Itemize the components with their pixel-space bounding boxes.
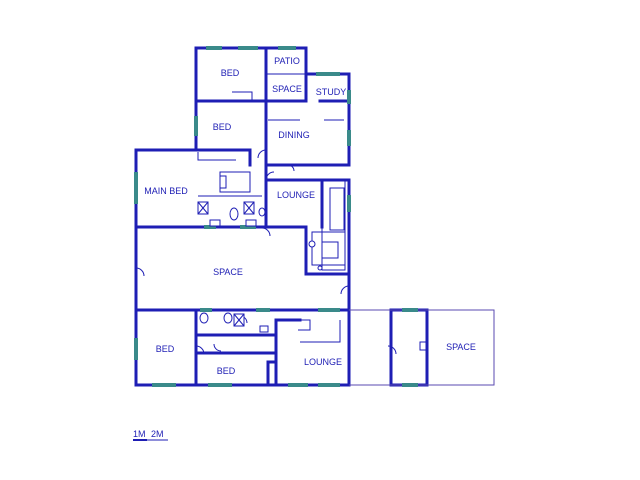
room-labels: BED PATIO SPACE STUDY BED DINING MAIN BE… bbox=[144, 56, 476, 376]
room-label-bed-mid: BED bbox=[213, 122, 232, 132]
room-label-patio: PATIO bbox=[274, 56, 300, 66]
room-label-space-center: SPACE bbox=[213, 267, 243, 277]
doors bbox=[135, 149, 397, 355]
windows bbox=[134, 46, 418, 387]
room-label-main-bed: MAIN BED bbox=[144, 186, 188, 196]
room-label-bed-lower: BED bbox=[217, 366, 236, 376]
scale-label-1m: 1M bbox=[133, 429, 146, 439]
room-label-study: STUDY bbox=[316, 87, 347, 97]
room-label-space-right: SPACE bbox=[446, 342, 476, 352]
room-label-dining: DINING bbox=[278, 130, 310, 140]
scale-bar: 1M 2M bbox=[133, 429, 168, 441]
room-label-lounge-lower: LOUNGE bbox=[304, 357, 342, 367]
room-label-space-small: SPACE bbox=[272, 84, 302, 94]
scale-label-2m: 2M bbox=[151, 429, 164, 439]
fixtures bbox=[197, 201, 427, 351]
room-label-bed-lower-left: BED bbox=[156, 344, 175, 354]
room-label-lounge-upper: LOUNGE bbox=[277, 190, 315, 200]
room-label-bed-top: BED bbox=[221, 68, 240, 78]
walls bbox=[134, 46, 429, 387]
outlines bbox=[197, 73, 495, 386]
